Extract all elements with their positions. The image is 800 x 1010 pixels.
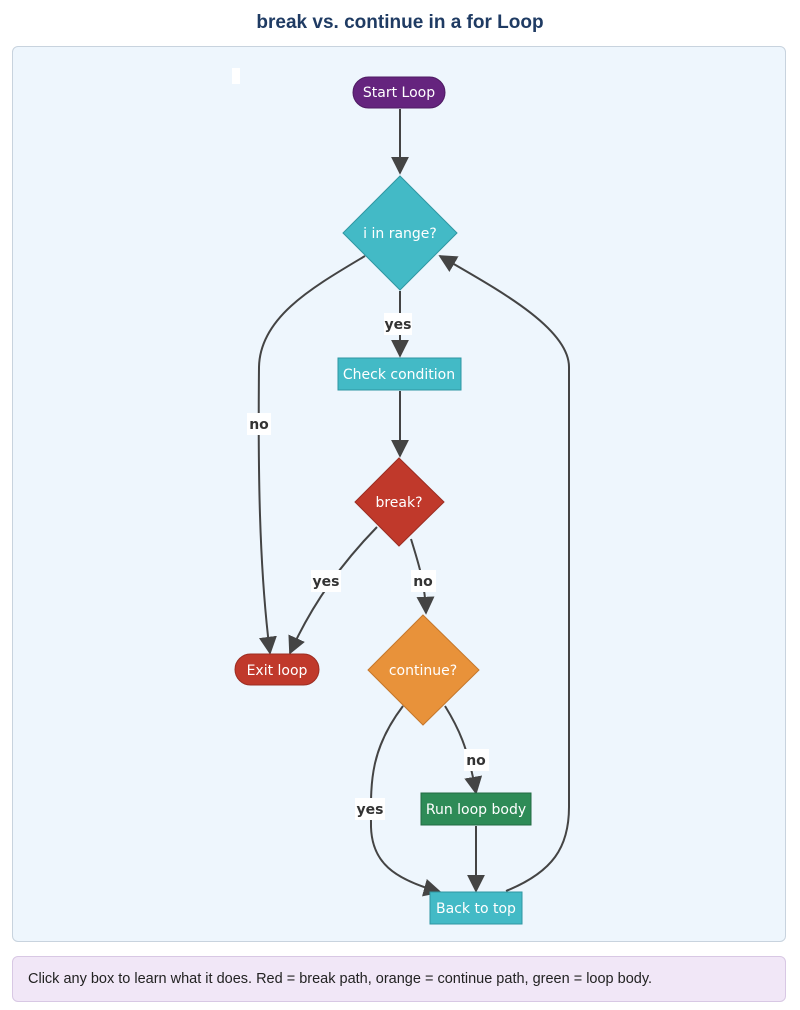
- edge-label-break-no: no: [411, 570, 436, 592]
- exit-loop-node[interactable]: Exit loop: [234, 653, 320, 686]
- hint-text: Click any box to learn what it does. Red…: [28, 971, 653, 987]
- back-to-top-node[interactable]: Back to top: [429, 891, 523, 925]
- run-loop-body-node[interactable]: Run loop body: [420, 792, 532, 826]
- svg-text:Exit loop: Exit loop: [247, 663, 308, 679]
- edge-continue-to-backtop: [369, 705, 442, 897]
- svg-text:no: no: [413, 574, 433, 590]
- edge-label-range-yes: yes: [384, 313, 412, 335]
- edge-label-continue-no: no: [464, 749, 489, 771]
- svg-text:yes: yes: [357, 802, 384, 818]
- svg-text:continue?: continue?: [389, 663, 457, 679]
- svg-text:no: no: [249, 417, 269, 433]
- start-loop-node[interactable]: Start Loop: [352, 76, 446, 109]
- svg-text:Start Loop: Start Loop: [363, 85, 435, 101]
- edge-continue-to-body: [444, 705, 483, 795]
- page-title: break vs. continue in a for Loop: [256, 12, 544, 33]
- svg-text:no: no: [466, 753, 486, 769]
- svg-text:i in range?: i in range?: [363, 226, 437, 242]
- flowchart-svg: yes no yes no no yes Start Loop: [234, 76, 570, 925]
- in-range-decision[interactable]: i in range?: [342, 175, 458, 291]
- svg-text:Run loop body: Run loop body: [426, 802, 526, 818]
- canvas-marker: [232, 68, 240, 84]
- svg-text:Back to top: Back to top: [436, 901, 516, 917]
- edge-range-to-exit: [257, 255, 366, 655]
- break-decision[interactable]: break?: [354, 457, 445, 547]
- edge-label-continue-yes: yes: [355, 798, 385, 820]
- continue-decision[interactable]: continue?: [367, 614, 480, 726]
- svg-text:break?: break?: [375, 495, 422, 511]
- svg-text:yes: yes: [313, 574, 340, 590]
- flowchart-canvas: yes no yes no no yes Start Loop: [12, 46, 786, 942]
- svg-text:Check condition: Check condition: [343, 367, 455, 383]
- edge-label-break-yes: yes: [311, 570, 341, 592]
- edge-label-range-no: no: [247, 413, 271, 435]
- svg-text:yes: yes: [385, 317, 412, 333]
- edge-backtop-to-range: [438, 255, 570, 892]
- check-condition-node[interactable]: Check condition: [337, 357, 462, 391]
- legend-hint: Click any box to learn what it does. Red…: [12, 956, 786, 1002]
